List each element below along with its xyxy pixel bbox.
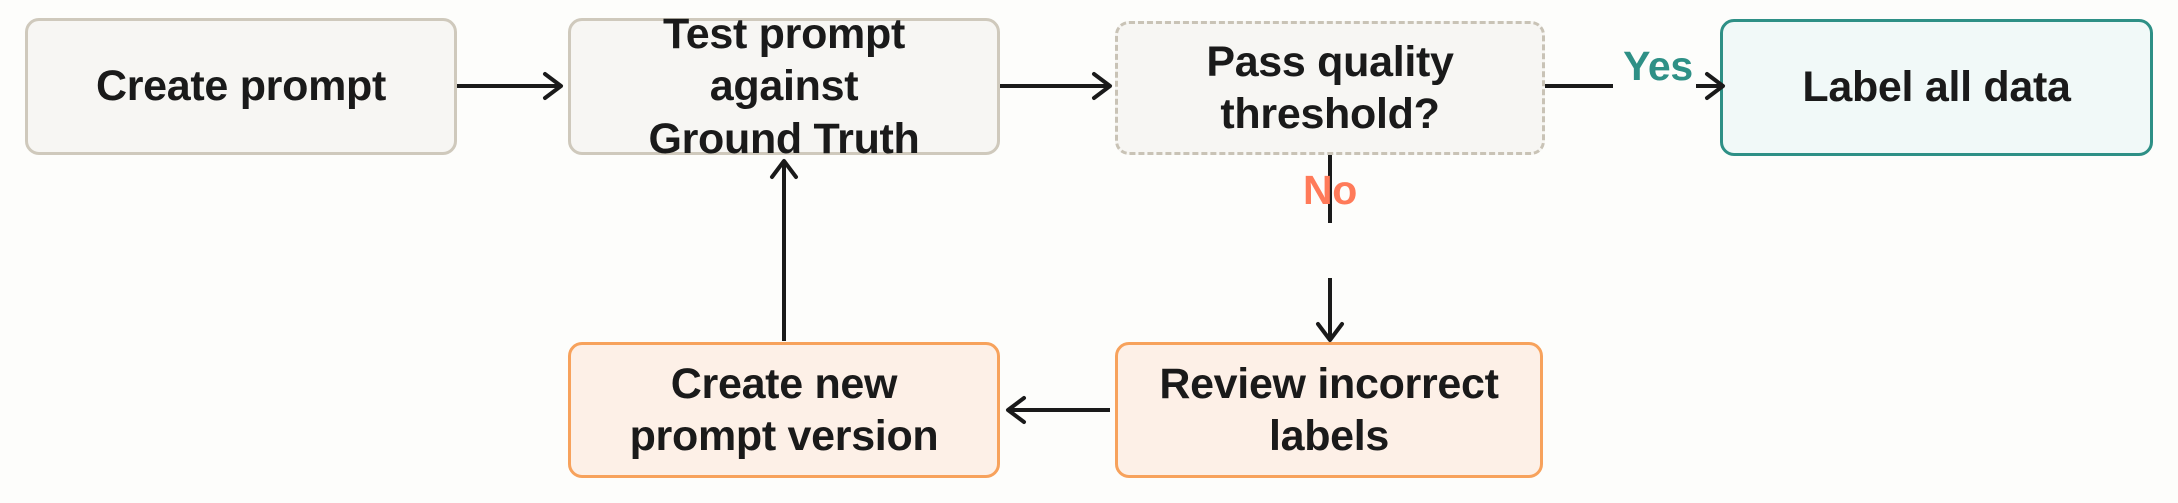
node-test-prompt-label: Test prompt against Ground Truth bbox=[587, 8, 981, 165]
edge-decision-yes-stub-left bbox=[1545, 66, 1617, 106]
edge-create-to-test bbox=[457, 66, 569, 106]
node-review-incorrect-labels[interactable]: Review incorrect labels bbox=[1115, 342, 1543, 478]
edge-decision-no-stub-bottom bbox=[1310, 278, 1350, 344]
node-test-prompt-line1: Test prompt against bbox=[663, 9, 905, 111]
node-pass-quality-threshold-line1: Pass quality bbox=[1206, 37, 1454, 86]
node-pass-quality-threshold-label: Pass quality threshold? bbox=[1206, 36, 1454, 141]
node-review-incorrect-labels-line1: Review incorrect bbox=[1159, 359, 1499, 408]
node-create-new-prompt-version-line1: Create new bbox=[670, 359, 898, 408]
node-test-prompt[interactable]: Test prompt against Ground Truth bbox=[568, 10, 1000, 163]
node-test-prompt-line2: Ground Truth bbox=[648, 114, 920, 163]
node-create-new-prompt-version-label: Create new prompt version bbox=[630, 358, 939, 463]
node-create-new-prompt-version-line2: prompt version bbox=[629, 412, 939, 460]
node-create-prompt[interactable]: Create prompt bbox=[25, 18, 457, 155]
edge-create-new-to-test bbox=[764, 155, 804, 343]
node-create-prompt-label: Create prompt bbox=[96, 62, 386, 111]
node-pass-quality-threshold[interactable]: Pass quality threshold? bbox=[1115, 21, 1545, 155]
node-create-new-prompt-version[interactable]: Create new prompt version bbox=[568, 342, 1000, 478]
node-label-all-data-label: Label all data bbox=[1802, 63, 2071, 112]
edge-review-to-create-new bbox=[1000, 390, 1118, 430]
edge-label-yes: Yes bbox=[1623, 43, 1693, 89]
node-review-incorrect-labels-line2: labels bbox=[1268, 412, 1390, 460]
node-review-incorrect-labels-label: Review incorrect labels bbox=[1159, 358, 1499, 463]
edge-test-to-decision bbox=[1000, 66, 1118, 106]
node-pass-quality-threshold-line2: threshold? bbox=[1220, 90, 1440, 138]
edge-label-no: No bbox=[1302, 167, 1358, 213]
node-label-all-data[interactable]: Label all data bbox=[1720, 19, 2153, 156]
